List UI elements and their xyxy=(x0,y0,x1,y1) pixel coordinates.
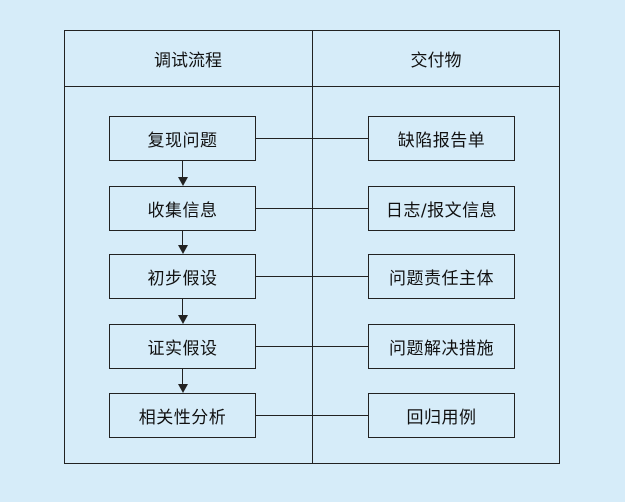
connector-line xyxy=(256,276,368,277)
column-separator xyxy=(312,30,313,464)
process-step-verify-hypothesis: 证实假设 xyxy=(109,324,256,369)
process-step-correlation-analysis: 相关性分析 xyxy=(109,393,256,438)
process-step-initial-hypothesis: 初步假设 xyxy=(109,254,256,299)
flow-arrow-shaft xyxy=(182,231,183,245)
deliverable-defect-report: 缺陷报告单 xyxy=(368,116,515,161)
deliverable-solution-measures: 问题解决措施 xyxy=(368,324,515,369)
deliverable-logs-messages: 日志/报文信息 xyxy=(368,186,515,231)
flow-arrow-head-icon xyxy=(178,245,188,254)
connector-line xyxy=(256,208,368,209)
deliverable-regression-cases: 回归用例 xyxy=(368,393,515,438)
process-step-collect-info: 收集信息 xyxy=(109,186,256,231)
deliverable-responsible-party: 问题责任主体 xyxy=(368,254,515,299)
connector-line xyxy=(256,346,368,347)
header-debug-process: 调试流程 xyxy=(154,50,222,71)
connector-line xyxy=(256,415,368,416)
process-step-reproduce: 复现问题 xyxy=(109,116,256,161)
flow-arrow-head-icon xyxy=(178,315,188,324)
flow-arrow-head-icon xyxy=(178,177,188,186)
flow-arrow-shaft xyxy=(182,161,183,177)
flow-arrow-shaft xyxy=(182,299,183,315)
flow-arrow-head-icon xyxy=(178,384,188,393)
connector-line xyxy=(256,138,368,139)
header-deliverables: 交付物 xyxy=(410,50,462,71)
flow-arrow-shaft xyxy=(182,369,183,384)
